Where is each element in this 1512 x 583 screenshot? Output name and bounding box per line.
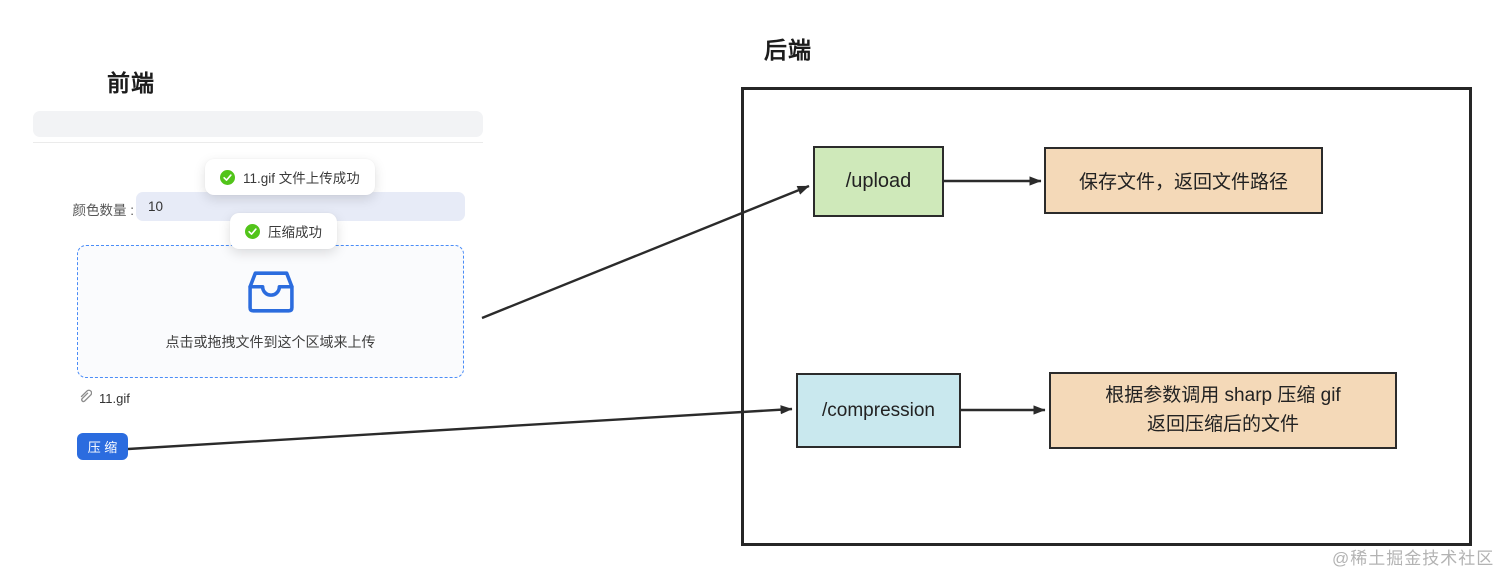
toast-compress-success: 压缩成功	[230, 213, 337, 249]
toast-upload-success: 11.gif 文件上传成功	[205, 159, 375, 195]
compression-endpoint-label: /compression	[822, 399, 935, 421]
upload-dragger[interactable]: 点击或拖拽文件到这个区域来上传	[77, 245, 464, 378]
frontend-toolbar-placeholder	[33, 111, 483, 137]
upload-endpoint-label: /upload	[845, 170, 912, 192]
success-check-icon	[245, 223, 260, 239]
uploaded-file-name: 11.gif	[99, 390, 130, 406]
sharp-compress-line2: 返回压缩后的文件	[1146, 413, 1299, 435]
toast-upload-text: 11.gif 文件上传成功	[243, 171, 360, 186]
sharp-compress-line1: 根据参数调用 sharp 压缩 gif	[1105, 385, 1341, 406]
color-count-input[interactable]	[136, 192, 465, 221]
arrow-compress-request	[127, 405, 793, 451]
success-check-icon	[220, 169, 235, 185]
node-save-file: 保存文件，返回文件路径	[1044, 147, 1323, 214]
compress-button[interactable]: 压 缩	[77, 433, 128, 460]
dragger-hint-text: 点击或拖拽文件到这个区域来上传	[165, 334, 376, 350]
uploaded-file-item[interactable]: 11.gif	[78, 389, 130, 407]
color-count-label: 颜色数量 :	[72, 203, 134, 218]
frontend-title: 前端	[107, 70, 155, 96]
node-compression-endpoint: /compression	[796, 373, 961, 448]
watermark: @稀土掘金技术社区	[1332, 549, 1495, 568]
inbox-icon	[247, 271, 294, 318]
node-sharp-compress: 根据参数调用 sharp 压缩 gif 返回压缩后的文件	[1049, 372, 1397, 449]
frontend-divider	[33, 142, 483, 143]
toast-compress-text: 压缩成功	[268, 225, 322, 240]
save-file-label: 保存文件，返回文件路径	[1078, 172, 1288, 193]
node-upload-endpoint: /upload	[813, 146, 944, 217]
backend-title: 后端	[764, 37, 812, 63]
paperclip-icon	[78, 389, 93, 407]
